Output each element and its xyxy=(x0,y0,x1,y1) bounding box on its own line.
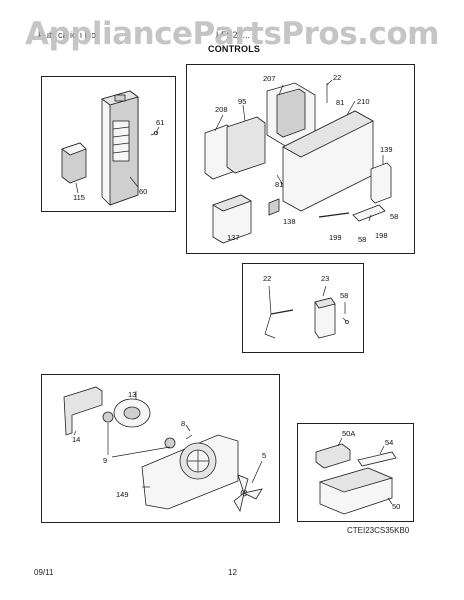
callout-58-right: 58 xyxy=(390,212,399,221)
filter-95-shape xyxy=(226,116,266,174)
callout-23: 23 xyxy=(321,274,330,283)
part-50a-shape xyxy=(315,443,351,469)
callout-60: 60 xyxy=(139,187,148,196)
bracket-14-shape xyxy=(63,386,103,436)
callout-95: 95 xyxy=(238,97,247,106)
publication-label: Publication No. xyxy=(38,30,99,40)
callout-22-c: 22 xyxy=(263,274,272,283)
callout-208: 208 xyxy=(215,105,228,114)
callout-50a: 50A xyxy=(342,429,356,438)
callout-8: 8 xyxy=(181,419,186,428)
callout-207: 207 xyxy=(263,74,276,83)
callout-138: 138 xyxy=(283,217,296,226)
callout-210: 210 xyxy=(357,97,370,106)
callout-198: 198 xyxy=(375,231,388,240)
callout-14: 14 xyxy=(72,435,81,444)
callout-5: 5 xyxy=(262,451,267,460)
panel-c-drawing xyxy=(264,285,349,339)
callout-58-c: 58 xyxy=(340,291,349,300)
watermark-logo: AppliancePartsPros.com xyxy=(25,16,439,52)
diagram-code: CTEI23CS35KB0 xyxy=(347,526,410,535)
callout-139: 139 xyxy=(380,145,393,154)
callout-22: 22 xyxy=(333,73,342,82)
section-title: CONTROLS xyxy=(208,44,261,54)
callout-81-top: 81 xyxy=(336,98,345,107)
callout-13: 13 xyxy=(128,390,137,399)
callout-50: 50 xyxy=(392,502,401,511)
callout-54: 54 xyxy=(385,438,394,447)
callout-58-bottom: 58 xyxy=(358,235,367,244)
model-label: LFS23... xyxy=(216,30,251,40)
panel-b-drawing xyxy=(204,79,392,244)
panel-a-switch-housing: 115 60 61 xyxy=(41,76,176,212)
panel-a-drawing xyxy=(61,90,160,206)
panel-e-drawing xyxy=(315,437,397,515)
panel-c-thermostat: 22 23 58 xyxy=(242,263,364,353)
callout-137: 137 xyxy=(227,233,240,242)
panel-d-fan-assembly: 13 8 14 9 5 149 xyxy=(41,374,280,523)
callout-81-mid: 81 xyxy=(275,180,284,189)
callout-9: 9 xyxy=(103,456,108,465)
panel-d-drawing xyxy=(63,386,263,513)
callout-199: 199 xyxy=(329,233,342,242)
footer-page-number: 12 xyxy=(228,568,237,577)
part-54-shape xyxy=(357,451,397,467)
callout-61: 61 xyxy=(156,118,165,127)
module-139-shape xyxy=(370,162,392,204)
callout-149: 149 xyxy=(116,490,129,499)
callout-115: 115 xyxy=(73,193,85,202)
panel-e-drain-pan: 50A 54 50 xyxy=(297,423,414,522)
panel-b-control-assembly: 207 22 208 95 81 210 139 81 58 138 137 1… xyxy=(186,64,415,254)
footer-date: 09/11 xyxy=(34,568,54,577)
